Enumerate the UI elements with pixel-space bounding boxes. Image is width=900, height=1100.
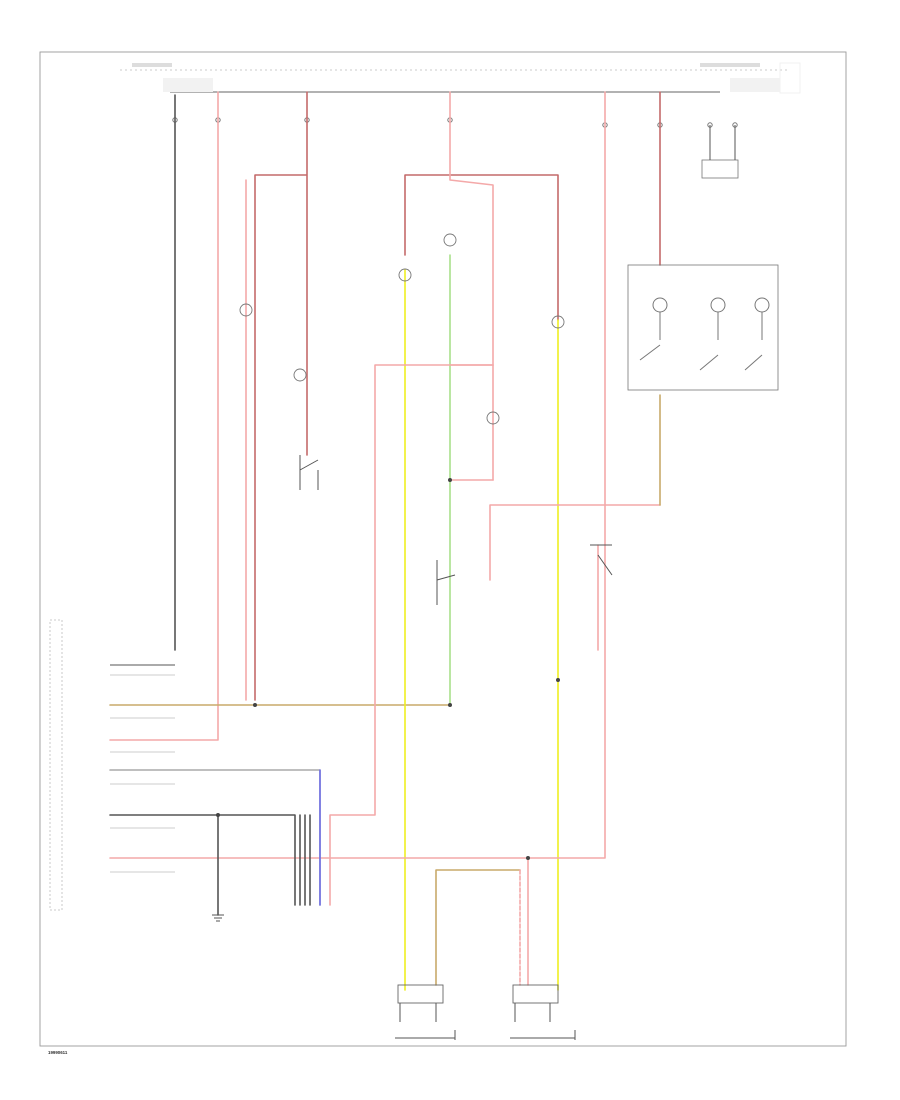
left-door-switch	[395, 984, 456, 1040]
lamps	[239, 233, 565, 425]
transmission-switch	[590, 544, 613, 576]
right-door-switch	[510, 984, 576, 1040]
diagram-frame	[39, 51, 847, 1047]
ground-symbols	[212, 914, 224, 922]
wire-red-center-feed	[449, 91, 494, 481]
wire-dark-red-center-loop	[404, 174, 559, 321]
wire-black-module-a	[109, 814, 296, 906]
footer-code: 19990611	[48, 1050, 68, 1055]
instrument-cluster	[627, 264, 779, 391]
fuse-row	[172, 117, 738, 128]
wire-red-trans-switch	[489, 504, 661, 581]
wire-dark-red-courtesy	[254, 91, 308, 701]
control-module	[49, 619, 175, 911]
wire-red-right-feed	[109, 91, 606, 859]
wire-red-to-door-left	[329, 364, 494, 906]
wire-red-left-feed	[109, 91, 219, 741]
center-switch	[436, 560, 456, 605]
top-power-bus	[120, 62, 801, 94]
wire-gray-module-1	[109, 769, 321, 906]
wire-tan-door-left	[435, 869, 521, 986]
junction-dots	[216, 478, 560, 860]
courtesy-switch	[299, 455, 319, 490]
relay-box	[701, 125, 739, 179]
